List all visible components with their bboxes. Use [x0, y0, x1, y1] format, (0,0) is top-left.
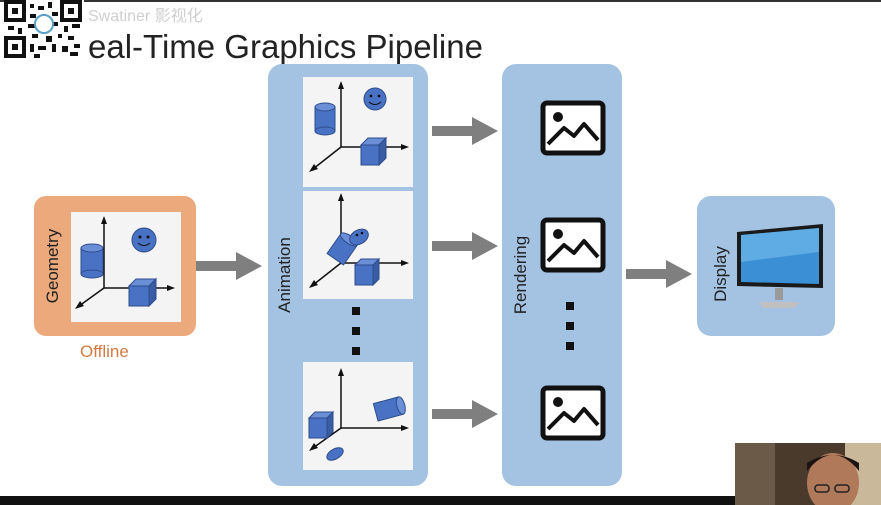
- arrow-right-icon: [626, 260, 692, 288]
- bottom-bar: [0, 496, 881, 505]
- webcam-video: [735, 443, 881, 505]
- geometry-label: Geometry: [43, 228, 62, 304]
- arrow-right-icon: [196, 252, 262, 280]
- monitor-icon: [737, 224, 823, 308]
- ellipsis-icon: [566, 302, 574, 350]
- rendering-label: Rendering: [511, 235, 530, 315]
- cylinder-icon: [314, 102, 336, 136]
- smiley-sphere-icon: [131, 227, 157, 253]
- image-icon: [540, 217, 606, 273]
- qr-code-icon: [4, 0, 84, 60]
- animation-frame-1: [303, 77, 413, 187]
- cylinder-icon: [372, 396, 406, 422]
- cube-icon: [127, 277, 158, 308]
- cube-icon: [353, 257, 381, 287]
- smiley-sphere-icon: [326, 447, 344, 461]
- smiley-sphere-icon: [349, 228, 369, 246]
- ellipsis-icon: [352, 307, 360, 355]
- arrow-right-icon: [432, 232, 498, 260]
- slide-title: eal-Time Graphics Pipeline: [88, 28, 483, 65]
- top-border-line: [0, 0, 881, 2]
- smiley-sphere-icon: [363, 87, 387, 111]
- cube-icon: [307, 410, 335, 440]
- image-icon: [540, 100, 606, 156]
- arrow-right-icon: [432, 400, 498, 428]
- animation-label: Animation: [275, 237, 294, 313]
- arrow-right-icon: [432, 117, 498, 145]
- offline-label: Offline: [80, 342, 129, 361]
- image-icon: [540, 385, 606, 441]
- animation-frame-n: [303, 362, 413, 470]
- geometry-scene-panel: [71, 212, 181, 322]
- display-label: Display: [711, 246, 730, 302]
- cylinder-icon: [80, 243, 104, 279]
- cube-icon: [359, 136, 388, 167]
- animation-frame-2: [303, 191, 413, 299]
- watermark-text: Swatiner 影视化: [88, 8, 203, 25]
